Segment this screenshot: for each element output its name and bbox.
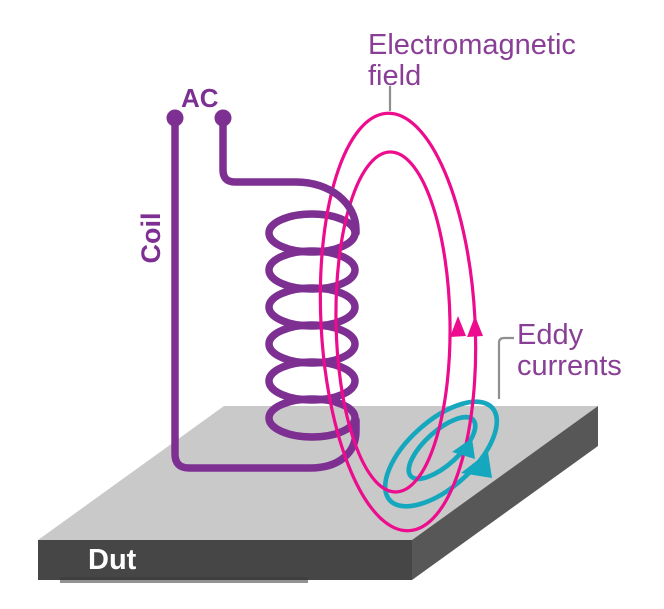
eddy-label-leader-line: [497, 336, 514, 399]
coil-lead-top: [219, 115, 360, 237]
eddy-label-line1: Eddy: [517, 319, 584, 351]
dut-label: Dut: [88, 544, 137, 576]
field-arrow-up-icon: [467, 316, 483, 337]
eddy-inner-loop: [406, 414, 478, 482]
field-inner-ellipse: [334, 150, 452, 494]
coil-lead-top-group: [166, 109, 360, 237]
eddy-direction-arrows: [452, 438, 492, 478]
eddy-outer-loop: [382, 399, 500, 509]
coil-turn: [265, 321, 359, 367]
coil-label: Coil: [136, 212, 166, 264]
eddy-currents-label: Eddy currents: [517, 320, 622, 382]
field-arrow-up-icon: [450, 316, 466, 337]
coil-turn: [265, 395, 359, 441]
eddy-arrow-icon: [452, 438, 475, 459]
plate-bottom-shadow: [60, 577, 308, 583]
eddy-label-line2: currents: [517, 350, 622, 382]
plate-front-face: [38, 540, 412, 580]
eddy-current-loops: [382, 399, 500, 509]
ac-terminal-dot: [166, 109, 184, 127]
field-label-line2: field: [368, 60, 422, 92]
coil-turn: [265, 284, 359, 330]
ac-source-label: AC: [181, 83, 219, 113]
coil-turn: [265, 247, 359, 293]
eddy-arrow-icon: [461, 452, 492, 478]
field-label-line1: Electromagnetic: [368, 29, 576, 61]
electromagnetic-field-label: Electromagnetic field: [368, 30, 576, 92]
ac-terminal-dot: [214, 109, 232, 127]
plate-right-face: [412, 406, 598, 580]
electromagnetic-field-loops: [318, 111, 483, 533]
